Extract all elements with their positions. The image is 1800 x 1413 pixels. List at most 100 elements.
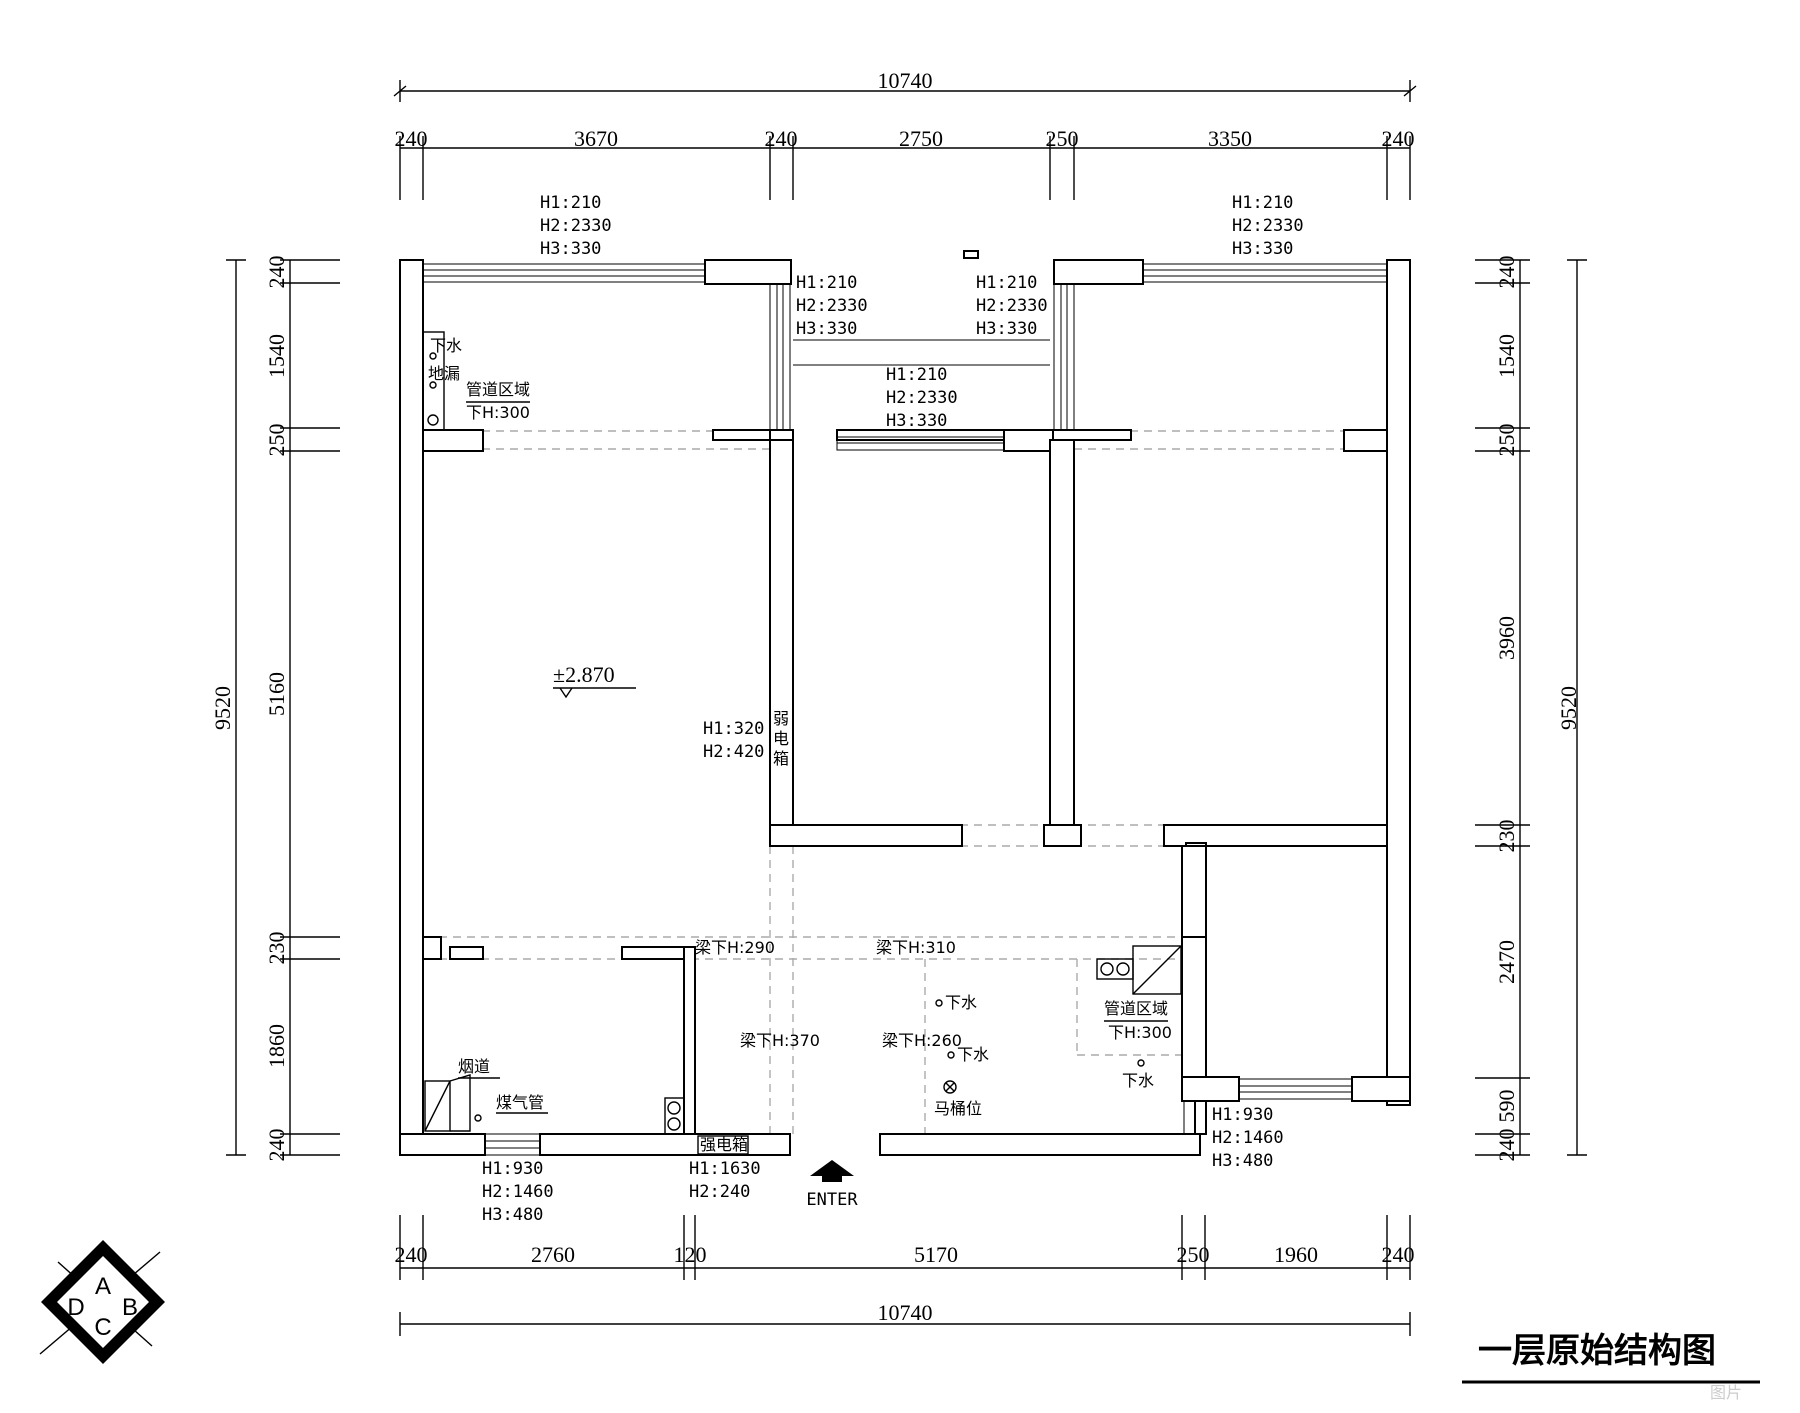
window-notes: H1:210 H2:2330 H3:330 H1:210 H2:2330 H3:… bbox=[482, 193, 1304, 1225]
w4-h3: H3:330 bbox=[976, 319, 1037, 339]
strong-h1: H1:1630 bbox=[689, 1159, 761, 1179]
w1-h1: H1:210 bbox=[540, 193, 601, 213]
watermark: 图片 bbox=[1710, 1383, 1742, 1402]
bottom-dim-2: 2760 bbox=[531, 1242, 575, 1267]
drawing-title: 一层原始结构图 图片 bbox=[1462, 1331, 1760, 1402]
weak-label-1: 弱 bbox=[773, 709, 789, 728]
right-dim-2: 1540 bbox=[1494, 334, 1519, 378]
top-dimensions: 10740 240 3670 240 2750 250 3350 240 bbox=[393, 68, 1417, 200]
balcony-annotations: 下水 地漏 管道区域 下H:300 bbox=[422, 331, 530, 431]
bathroom-fixtures: 下水 下水 马桶位 管道区域 下H:300 下水 bbox=[934, 945, 1182, 1118]
bottom-dim-7: 240 bbox=[1382, 1242, 1415, 1267]
w2-h1: H1:210 bbox=[1232, 193, 1293, 213]
w3-h2: H2:2330 bbox=[796, 296, 868, 316]
right-dim-4: 3960 bbox=[1494, 616, 1519, 660]
w5-h3: H3:330 bbox=[886, 411, 947, 431]
drain-label-3: 下水 bbox=[1122, 1071, 1154, 1090]
top-dim-5: 250 bbox=[1046, 126, 1079, 151]
level-label: ±2.870 bbox=[553, 662, 615, 687]
w1-h2: H2:2330 bbox=[540, 216, 612, 236]
drain-label-2: 下水 bbox=[957, 1045, 989, 1064]
beam-lines bbox=[425, 430, 1343, 1134]
top-dim-7: 240 bbox=[1382, 126, 1415, 151]
weak-label-2: 电 bbox=[773, 729, 789, 748]
right-dim-6: 2470 bbox=[1494, 940, 1519, 984]
toilet-label: 马桶位 bbox=[934, 1099, 982, 1118]
compass: A B C D bbox=[39, 1240, 165, 1364]
floor-drain-label: 地漏 bbox=[428, 364, 460, 383]
compass-d: D bbox=[67, 1294, 84, 1321]
right-dimensions: 240 1540 250 3960 230 2470 590 240 9520 bbox=[1475, 256, 1587, 1162]
left-dimensions: 9520 240 1540 250 5160 230 1860 240 bbox=[210, 256, 340, 1162]
w5-h1: H1:210 bbox=[886, 365, 947, 385]
balcony-drain-label: 下水 bbox=[430, 336, 462, 355]
kitchen-fixtures: 烟道 煤气管 bbox=[424, 1057, 685, 1135]
bottom-dim-1: 240 bbox=[395, 1242, 428, 1267]
strong-h2: H2:240 bbox=[689, 1182, 750, 1202]
bottom-dim-3: 120 bbox=[674, 1242, 707, 1267]
bottom-dim-6: 1960 bbox=[1274, 1242, 1318, 1267]
w3-h1: H1:210 bbox=[796, 273, 857, 293]
w7-h1: H1:930 bbox=[1212, 1105, 1273, 1125]
bottom-total-dim: 10740 bbox=[878, 1300, 933, 1325]
right-dim-7: 590 bbox=[1494, 1090, 1519, 1123]
right-total-dim: 9520 bbox=[1556, 686, 1581, 730]
weak-h2: H2:420 bbox=[703, 742, 764, 762]
left-dim-2: 1540 bbox=[264, 334, 289, 378]
top-dim-3: 240 bbox=[765, 126, 798, 151]
bottom-dim-5: 250 bbox=[1177, 1242, 1210, 1267]
bottom-dim-4: 5170 bbox=[914, 1242, 958, 1267]
beam-label-3: 梁下H:370 bbox=[740, 1031, 820, 1050]
compass-a: A bbox=[95, 1273, 111, 1300]
beam-label-4: 梁下H:260 bbox=[882, 1031, 962, 1050]
title-text: 一层原始结构图 bbox=[1478, 1331, 1716, 1371]
w2-h2: H2:2330 bbox=[1232, 216, 1304, 236]
top-dim-1: 240 bbox=[395, 126, 428, 151]
w3-h3: H3:330 bbox=[796, 319, 857, 339]
w7-h3: H3:480 bbox=[1212, 1151, 1273, 1171]
windows bbox=[422, 263, 1388, 1156]
top-dim-2: 3670 bbox=[574, 126, 618, 151]
left-dim-3: 250 bbox=[264, 424, 289, 457]
left-dim-5: 230 bbox=[264, 932, 289, 965]
left-total-dim: 9520 bbox=[210, 686, 235, 730]
w4-h1: H1:210 bbox=[976, 273, 1037, 293]
w7-h2: H2:1460 bbox=[1212, 1128, 1284, 1148]
bottom-dimensions: 240 2760 120 5170 250 1960 240 10740 bbox=[395, 1215, 1415, 1336]
strong-label: 强电箱 bbox=[700, 1135, 748, 1154]
right-dim-8: 240 bbox=[1494, 1129, 1519, 1162]
flue-label: 烟道 bbox=[458, 1057, 490, 1076]
compass-b: B bbox=[122, 1294, 138, 1321]
pipe-area-label-1: 管道区域 bbox=[466, 380, 530, 399]
w2-h3: H3:330 bbox=[1232, 239, 1293, 259]
drain-label-1: 下水 bbox=[945, 993, 977, 1012]
w6-h2: H2:1460 bbox=[482, 1182, 554, 1202]
w6-h3: H3:480 bbox=[482, 1205, 543, 1225]
compass-c: C bbox=[94, 1314, 111, 1341]
top-dim-4: 2750 bbox=[899, 126, 943, 151]
walls bbox=[399, 250, 1411, 1156]
pipe-h-label-2: 下H:300 bbox=[1108, 1023, 1172, 1042]
beam-labels: 梁下H:290 梁下H:310 梁下H:370 梁下H:260 bbox=[695, 938, 962, 1050]
weak-current-box: H1:320 H2:420 弱 电 箱 bbox=[703, 709, 789, 770]
strong-current-box: 强电箱 H1:1630 H2:240 bbox=[689, 1135, 761, 1202]
enter-label: ENTER bbox=[806, 1190, 858, 1210]
top-dim-6: 3350 bbox=[1208, 126, 1252, 151]
left-dim-4: 5160 bbox=[264, 672, 289, 716]
left-dim-7: 240 bbox=[264, 1129, 289, 1162]
weak-h1: H1:320 bbox=[703, 719, 764, 739]
right-dim-1: 240 bbox=[1494, 256, 1519, 289]
beam-label-1: 梁下H:290 bbox=[695, 938, 775, 957]
pipe-area-label-2: 管道区域 bbox=[1104, 999, 1168, 1018]
entry-arrow: ENTER bbox=[806, 1160, 858, 1210]
right-dim-3: 250 bbox=[1494, 424, 1519, 457]
beam-label-2: 梁下H:310 bbox=[876, 938, 956, 957]
w1-h3: H3:330 bbox=[540, 239, 601, 259]
top-total-dim: 10740 bbox=[878, 68, 933, 93]
right-dim-5: 230 bbox=[1494, 820, 1519, 853]
weak-label-3: 箱 bbox=[773, 749, 789, 768]
w6-h1: H1:930 bbox=[482, 1159, 543, 1179]
left-dim-1: 240 bbox=[264, 256, 289, 289]
pipe-h-label-1: 下H:300 bbox=[466, 403, 530, 422]
